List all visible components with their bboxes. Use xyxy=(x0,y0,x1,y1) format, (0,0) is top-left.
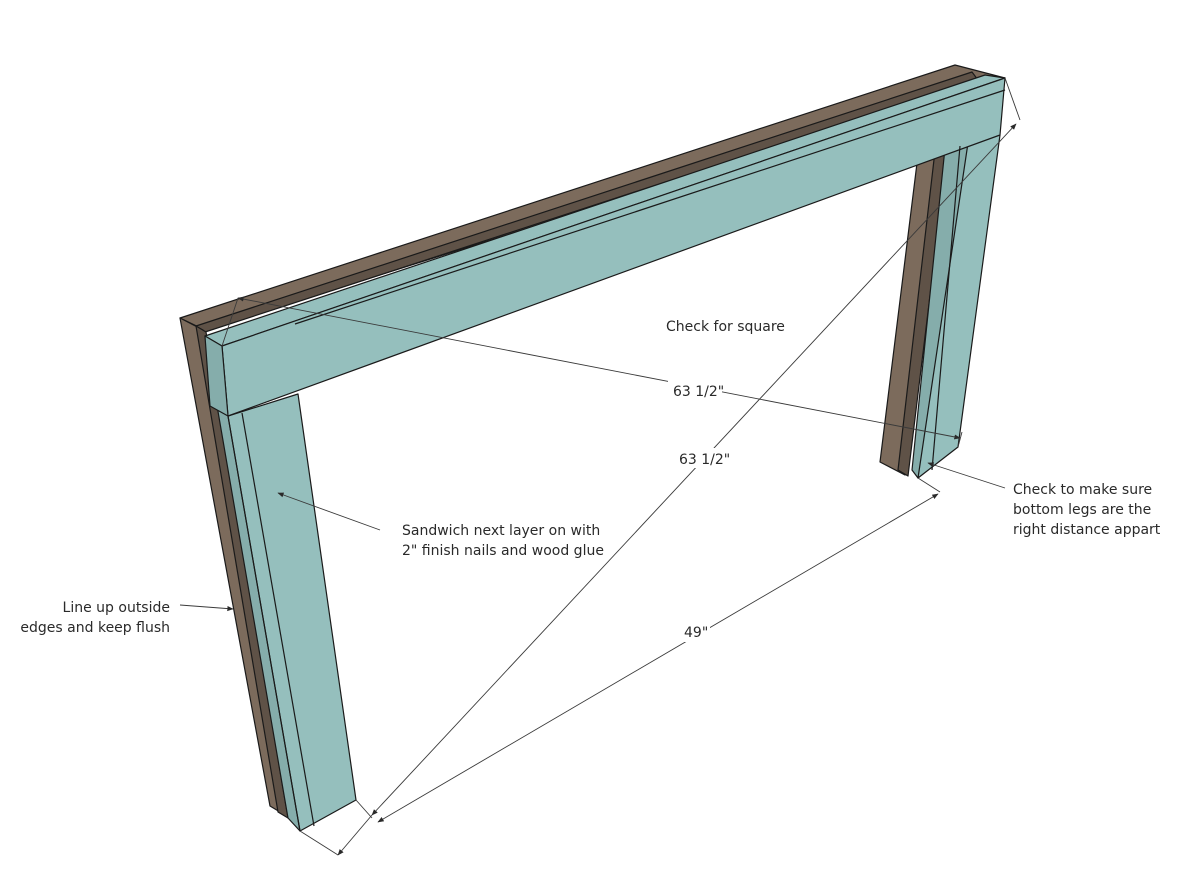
left-leg-edge xyxy=(227,415,301,832)
dim-line-bottom-width xyxy=(377,493,939,823)
dimensions xyxy=(221,77,1021,856)
label-sandwich-line2: 2" finish nails and wood glue xyxy=(402,543,604,559)
dim-ext-right-bottom xyxy=(917,477,941,493)
label-lineup-line2: edges and keep flush xyxy=(20,620,170,636)
label-check-legs-line1: Check to make sure xyxy=(1013,482,1152,498)
leader-sandwich xyxy=(277,492,381,531)
dim-ext-top-right xyxy=(1004,77,1021,121)
front-top-beam-top xyxy=(204,74,1006,347)
labels: Check for square 63 1/2" 63 1/2" 49" San… xyxy=(20,319,1161,642)
dim-line-leg-width xyxy=(337,814,373,856)
label-bg-bottom-width xyxy=(680,622,710,642)
back-top-beam-edge xyxy=(195,71,979,334)
label-bg-top-diagonal xyxy=(668,380,722,400)
dim-ext-bottom-left-a xyxy=(355,799,373,819)
left-leg-face-line xyxy=(241,412,315,827)
label-sandwich-line1: Sandwich next layer on with xyxy=(402,523,600,539)
label-check-legs-line2: bottom legs are the xyxy=(1013,502,1151,518)
label-lineup-line1: Line up outside xyxy=(63,600,170,616)
top-beam-face-line xyxy=(294,89,1006,325)
leader-lineup xyxy=(179,604,234,612)
label-dim-top-diagonal: 63 1/2" xyxy=(673,384,724,400)
label-check-legs-line3: right distance appart xyxy=(1013,522,1161,538)
leaders xyxy=(179,462,1006,612)
dim-ext-bottom-left-b xyxy=(299,830,339,856)
label-bg-long-diagonal xyxy=(674,448,728,468)
leader-check-legs xyxy=(927,462,1006,489)
label-check-square: Check for square xyxy=(666,319,785,335)
label-dim-bottom-width: 49" xyxy=(684,625,708,641)
label-dim-long-diagonal: 63 1/2" xyxy=(679,452,730,468)
dim-ext-top-left xyxy=(221,297,239,347)
